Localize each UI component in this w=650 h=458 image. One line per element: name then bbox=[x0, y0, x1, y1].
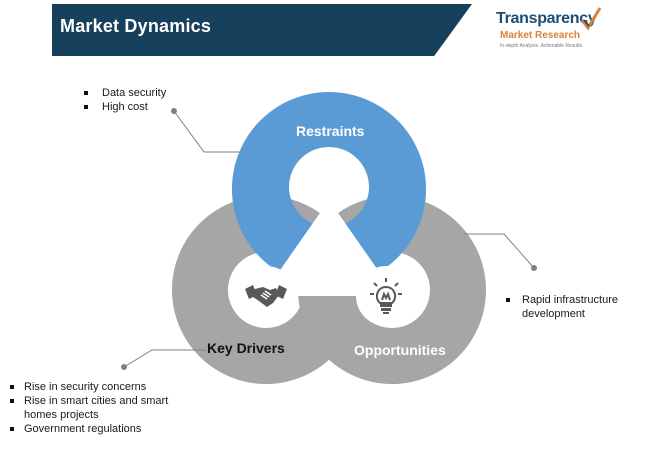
logo-word-market-research: Market Research bbox=[500, 30, 581, 41]
list-item: Government regulations bbox=[8, 422, 198, 436]
drivers-connector bbox=[123, 349, 206, 368]
drivers-connector-dot bbox=[121, 364, 127, 370]
list-item: Data security bbox=[80, 86, 166, 100]
key-drivers-list: Rise in security concerns Rise in smart … bbox=[8, 380, 198, 436]
lightbulb-icon bbox=[356, 266, 416, 326]
logo: Transparency Market Research In-depth An… bbox=[496, 6, 626, 56]
restraints-connector bbox=[173, 110, 240, 153]
opportunities-list: Rapid infrastructure development bbox=[504, 293, 644, 321]
logo-check-icon bbox=[580, 7, 602, 31]
opportunities-connector-dot bbox=[531, 265, 537, 271]
list-item: Rapid infrastructure development bbox=[504, 293, 644, 321]
restraints-connector-dot bbox=[171, 108, 177, 114]
handshake-icon bbox=[236, 266, 296, 326]
list-item: Rise in security concerns bbox=[8, 380, 198, 394]
opportunities-connector bbox=[464, 233, 535, 269]
list-item: Rise in smart cities and smart homes pro… bbox=[8, 394, 198, 422]
restraints-ring bbox=[231, 91, 427, 286]
logo-word-transparency: Transparency bbox=[496, 10, 597, 27]
handshake-glyph bbox=[245, 285, 287, 307]
opportunities-label: Opportunities bbox=[354, 342, 446, 358]
header-banner bbox=[52, 4, 472, 56]
lightbulb-glyph bbox=[370, 278, 402, 314]
restraints-label: Restraints bbox=[296, 123, 365, 139]
list-item: High cost bbox=[80, 100, 166, 114]
logo-tagline: In-depth Analysis. Actionable Results. bbox=[500, 43, 584, 49]
restraints-list: Data security High cost bbox=[80, 86, 166, 114]
center-triangle bbox=[262, 200, 396, 296]
page-title: Market Dynamics bbox=[60, 16, 212, 36]
key-drivers-label: Key Drivers bbox=[207, 340, 285, 356]
